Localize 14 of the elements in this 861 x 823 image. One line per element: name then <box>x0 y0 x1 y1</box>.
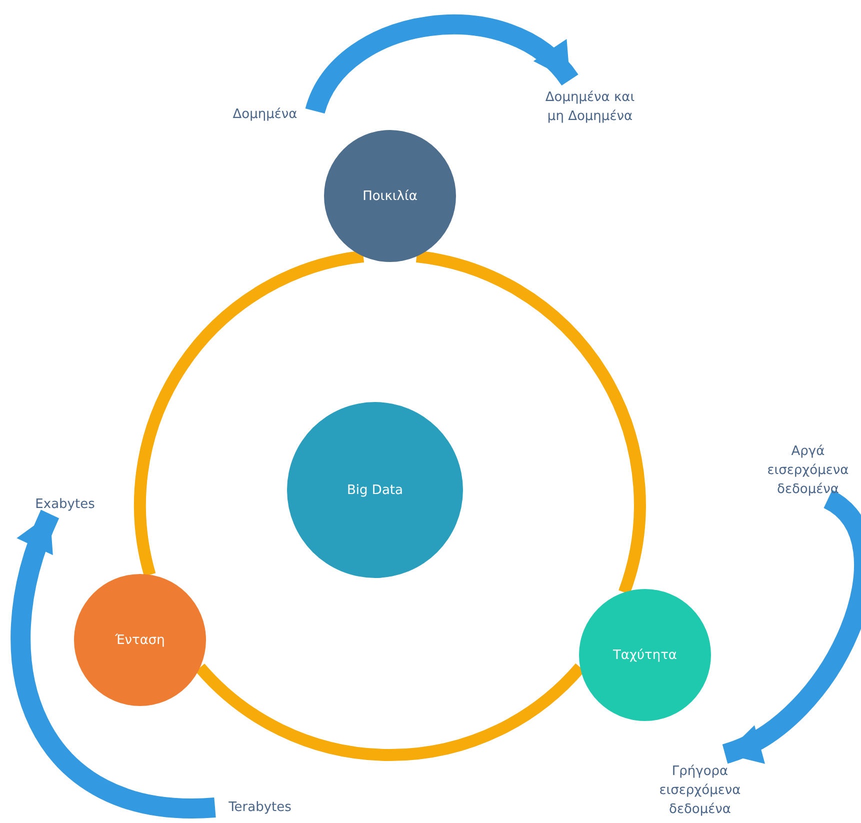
annotation-text: Δομημένα <box>215 105 315 124</box>
circle-label: Big Data <box>347 482 403 498</box>
annotation-text: Exabytes <box>20 495 110 514</box>
curved-arrow <box>10 510 216 818</box>
ring-arc <box>134 250 364 576</box>
circle-label: Ποικιλία <box>362 188 418 204</box>
curved-arrow <box>306 14 578 115</box>
annotation-text: Γρήγορα εισερχόμενα δεδομένα <box>645 762 755 819</box>
annotation-text: Terabytes <box>215 798 305 817</box>
annotation-text: Δομημένα και μη Δομημένα <box>540 88 640 126</box>
circle-label: Ταχύτητα <box>612 648 677 662</box>
ring-arc <box>416 250 646 594</box>
annotation-text: Αργά εισερχόμενα δεδομένα <box>755 442 861 499</box>
circle-label: Ένταση <box>115 632 165 648</box>
